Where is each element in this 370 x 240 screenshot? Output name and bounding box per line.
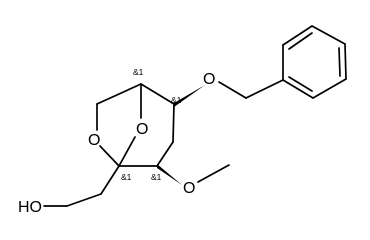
bond-bridge-oxygen-to-bottom-bridgehead	[118, 136, 136, 167]
methoxy-oxygen-label: O	[183, 180, 195, 197]
bond-benzyloxy-oxygen-to-ch2	[218, 81, 247, 99]
phenyl-inner-double-bond	[288, 76, 313, 92]
ring-oxygen-label: O	[88, 132, 100, 149]
stereo-label-benzyloxy-carbon: &1	[171, 95, 182, 105]
benzyloxy-oxygen-label: O	[203, 71, 215, 88]
bond-ch2-to-methoxy-carbon	[156, 141, 174, 167]
phenyl-bond	[312, 78, 347, 99]
bond-top-bridgehead-to-benzyloxy-carbon	[140, 83, 175, 105]
bond-bottom-bridgehead-to-ch2	[100, 165, 120, 195]
phenyl-bond	[344, 43, 347, 80]
bond-ring-oxygen-to-bottom-bridgehead	[99, 145, 120, 167]
phenyl-inner-double-bond	[288, 32, 313, 50]
stereo-label-top-bridgehead: &1	[133, 67, 144, 77]
stereo-label-methoxy-carbon: &1	[151, 172, 162, 182]
wedge-bond-to-benzyloxy-oxygen	[174, 85, 205, 107]
chemical-structure: O O O O HO &1 &1 &1 &1	[18, 25, 347, 216]
bond-ch2-to-ch2	[66, 193, 102, 207]
wedge-bond-to-methoxy-oxygen	[157, 164, 182, 185]
bridge-oxygen-label: O	[136, 121, 148, 138]
phenyl-bond	[311, 25, 346, 45]
bond-benzyl-ch2-to-phenyl	[245, 79, 284, 99]
bond-ch2-to-top-bridgehead	[96, 83, 142, 105]
bond-benzyloxy-carbon-to-ch2	[172, 103, 175, 143]
hydroxyl-label: HO	[18, 199, 42, 216]
phenyl-bond	[282, 25, 313, 46]
phenyl-bond	[282, 79, 314, 99]
bond-methoxy-oxygen-to-methyl	[197, 164, 230, 183]
phenyl-inner-double-bond	[338, 47, 341, 77]
stereo-label-bottom-bridgehead: &1	[121, 172, 132, 182]
